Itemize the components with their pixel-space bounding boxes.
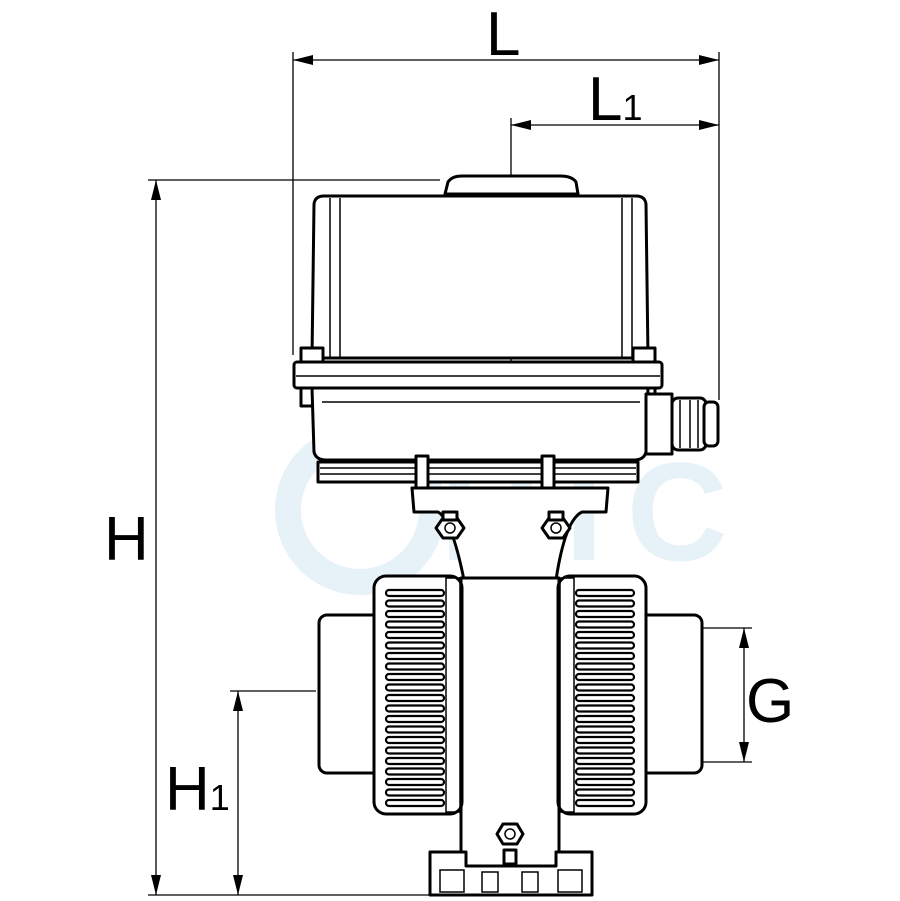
dimension-H-label: H [104,505,149,574]
union-nut-right-ribs [574,588,636,808]
union-nut-left-ribs [384,588,446,808]
grip-rib [384,651,446,661]
grip-rib [384,767,446,776]
dimension-L1-label: L1 [588,65,643,134]
dimension-H: H [104,179,440,896]
grip-rib [574,777,636,787]
valve-body [317,574,704,870]
grip-rib [574,725,636,734]
actuator [292,174,720,492]
grip-rib [384,704,446,713]
grip-rib [384,662,446,671]
grip-rib [384,683,446,692]
grip-rib [574,609,636,619]
grip-rib [574,714,636,724]
actuator-housing [310,386,650,462]
actuator-flange [292,360,664,390]
grip-rib [574,620,636,629]
grip-rib [384,714,446,724]
grip-rib [574,641,636,650]
grip-rib [384,630,446,640]
dimension-G: G [702,627,794,763]
dimension-L-label: L [486,0,520,69]
dimension-G-label: G [746,667,794,736]
grip-rib [574,662,636,671]
grip-rib [574,746,636,755]
grip-rib [384,641,446,650]
grip-rib [574,735,636,745]
grip-rib [574,588,636,598]
dimension-L: L [292,0,720,400]
grip-rib [574,683,636,692]
grip-rib [384,672,446,682]
grip-rib [384,599,446,608]
grip-rib [574,599,636,608]
grip-rib [384,777,446,787]
actuator-base-slats [316,460,640,484]
grip-rib [574,756,636,766]
grip-rib [574,788,636,797]
cable-gland [670,396,708,452]
actuator-cover [310,194,650,360]
grip-rib [574,651,636,661]
grip-rib [574,693,636,703]
grip-rib [574,630,636,640]
grip-rib [574,704,636,713]
grip-rib [574,767,636,776]
grip-rib [384,756,446,766]
dimension-H1-label: H1 [165,755,230,824]
actuator-top-cap [443,174,580,196]
grip-rib [574,672,636,682]
grip-rib [384,735,446,745]
grip-rib [384,609,446,619]
grip-rib [384,693,446,703]
grip-rib [384,746,446,755]
grip-rib [384,588,446,598]
cable-gland-base [644,392,674,456]
valve-base-foot [428,850,594,897]
grip-rib [384,620,446,629]
grip-rib [384,788,446,797]
grip-rib [574,798,636,808]
dimension-H1: H1 [165,690,316,895]
grip-rib [384,725,446,734]
drain-nut [495,822,525,846]
grip-rib [384,798,446,808]
